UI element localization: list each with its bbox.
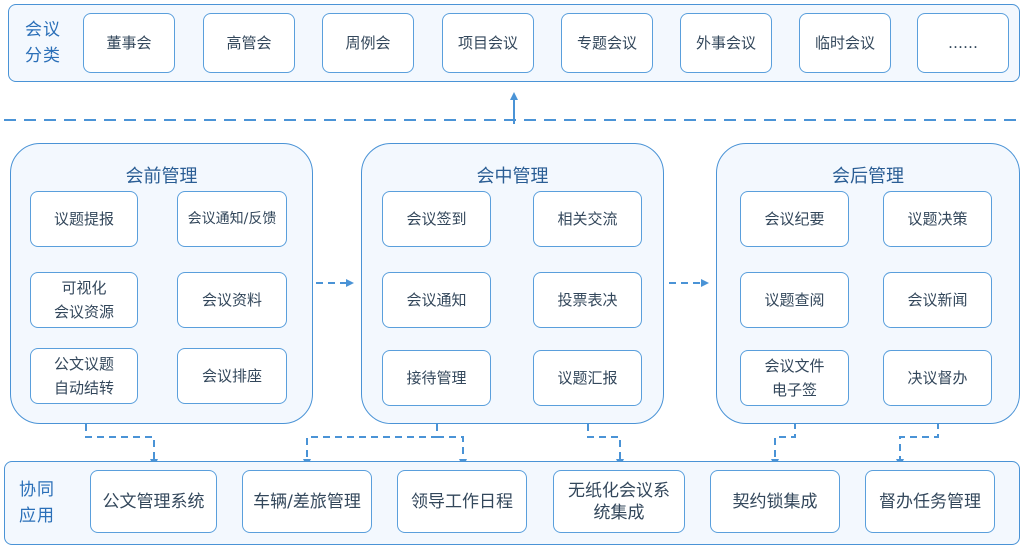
collab-band-label: 协同 应用 — [19, 480, 55, 526]
mid-item-voting[interactable]: 投票表决 — [533, 272, 642, 328]
category-topic-meeting[interactable]: 专题会议 — [561, 13, 653, 73]
connector-mid-to-collab-a — [303, 424, 438, 467]
pre-item-topic-submission[interactable]: 议题提报 — [30, 191, 138, 247]
category-board-meeting[interactable]: 董事会 — [83, 13, 175, 73]
pre-item-meeting-materials[interactable]: 会议资料 — [177, 272, 287, 328]
category-project-meeting[interactable]: 项目会议 — [442, 13, 534, 73]
panel-in-meeting-title: 会中管理 — [476, 166, 549, 187]
category-executive-meeting[interactable]: 高管会 — [203, 13, 295, 73]
category-more[interactable]: …… — [917, 13, 1009, 73]
category-adhoc-meeting[interactable]: 临时会议 — [799, 13, 891, 73]
collab-document-system[interactable]: 公文管理系统 — [90, 470, 217, 533]
post-item-minutes[interactable]: 会议纪要 — [740, 191, 849, 247]
pre-item-seating[interactable]: 会议排座 — [177, 348, 287, 404]
pre-item-notice-feedback[interactable]: 会议通知/反馈 — [177, 191, 287, 247]
post-item-supervision[interactable]: 决议督办 — [883, 350, 992, 406]
post-item-meeting-news[interactable]: 会议新闻 — [883, 272, 992, 328]
collab-paperless-integration[interactable]: 无纸化会议系 统集成 — [553, 470, 685, 533]
connector-pre-to-collab — [85, 424, 158, 467]
mid-item-exchange[interactable]: 相关交流 — [533, 191, 642, 247]
category-foreign-affairs-meeting[interactable]: 外事会议 — [680, 13, 772, 73]
connector-mid-to-collab-c — [587, 424, 624, 467]
post-item-topic-review[interactable]: 议题查阅 — [740, 272, 849, 328]
pre-item-document-transfer[interactable]: 公文议题 自动结转 — [30, 348, 138, 404]
mid-item-topic-report[interactable]: 议题汇报 — [533, 350, 642, 406]
category-band-label: 会议 分类 — [25, 20, 61, 66]
pre-item-visual-resources[interactable]: 可视化 会议资源 — [30, 272, 138, 328]
category-weekly-meeting[interactable]: 周例会 — [322, 13, 414, 73]
panel-pre-meeting-title: 会前管理 — [125, 166, 198, 187]
collab-vehicle-travel[interactable]: 车辆/差旅管理 — [242, 470, 372, 533]
collab-leader-schedule[interactable]: 领导工作日程 — [397, 470, 527, 533]
collab-supervision-tasks[interactable]: 督办任务管理 — [865, 470, 995, 533]
mid-item-check-in[interactable]: 会议签到 — [382, 191, 491, 247]
collab-qiyuesuo-integration[interactable]: 契约锁集成 — [710, 470, 840, 533]
post-item-topic-decision[interactable]: 议题决策 — [883, 191, 992, 247]
panel-post-meeting-title: 会后管理 — [832, 166, 904, 187]
mid-item-notice[interactable]: 会议通知 — [382, 272, 491, 328]
post-item-e-signature[interactable]: 会议文件 电子签 — [740, 350, 849, 406]
mid-item-reception[interactable]: 接待管理 — [382, 350, 491, 406]
